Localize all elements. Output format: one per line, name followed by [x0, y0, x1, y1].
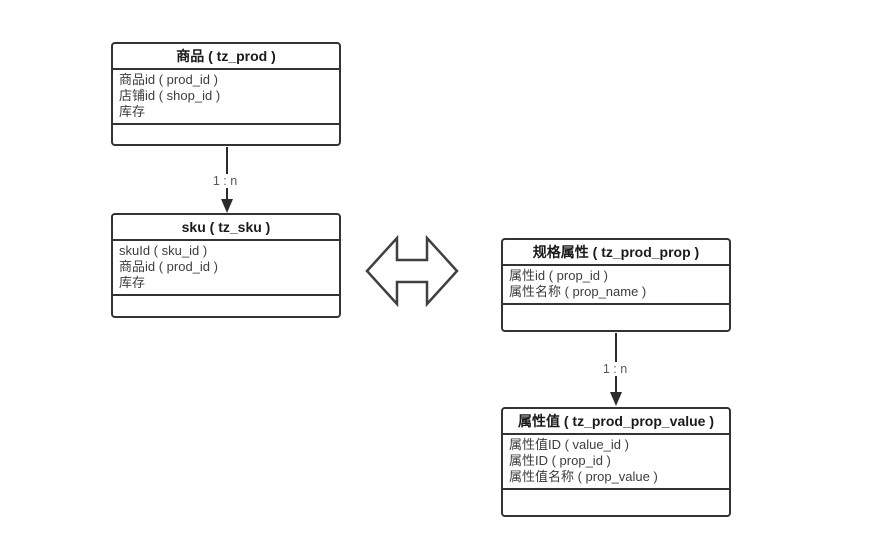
- entity-fields: 商品id ( prod_id ) 店铺id ( shop_id ) 库存: [113, 70, 339, 125]
- entity-field: skuId ( sku_id ): [119, 243, 208, 258]
- entity-footer: [503, 490, 729, 515]
- entity-title: 商品 ( tz_prod ): [113, 44, 339, 70]
- entity-table-prod[interactable]: 商品 ( tz_prod ) 商品id ( prod_id ) 店铺id ( s…: [111, 42, 341, 146]
- arrowhead-down-icon: [221, 199, 233, 213]
- cardinality-label: 1 : n: [599, 362, 631, 376]
- entity-field: 库存: [119, 104, 146, 119]
- entity-field: 属性ID ( prop_id ): [509, 453, 611, 468]
- entity-fields: skuId ( sku_id ) 商品id ( prod_id ) 库存: [113, 241, 339, 296]
- entity-field: 商品id ( prod_id ): [119, 72, 218, 87]
- entity-footer: [113, 296, 339, 316]
- entity-field: 属性值ID ( value_id ): [509, 437, 629, 452]
- cardinality-label: 1 : n: [209, 174, 241, 188]
- entity-table-prod-prop[interactable]: 规格属性 ( tz_prod_prop ) 属性id ( prop_id ) 属…: [501, 238, 731, 332]
- entity-title: 属性值 ( tz_prod_prop_value ): [503, 409, 729, 435]
- entity-field: 商品id ( prod_id ): [119, 259, 218, 274]
- entity-footer: [503, 305, 729, 330]
- arrowhead-down-icon: [610, 392, 622, 406]
- entity-field: 属性值名称 ( prop_value ): [509, 469, 658, 484]
- entity-table-sku[interactable]: sku ( tz_sku ) skuId ( sku_id ) 商品id ( p…: [111, 213, 341, 318]
- entity-title: 规格属性 ( tz_prod_prop ): [503, 240, 729, 266]
- entity-title: sku ( tz_sku ): [113, 215, 339, 241]
- entity-field: 属性名称 ( prop_name ): [509, 284, 647, 299]
- entity-field: 店铺id ( shop_id ): [119, 88, 221, 103]
- entity-fields: 属性值ID ( value_id ) 属性ID ( prop_id ) 属性值名…: [503, 435, 729, 490]
- entity-field: 属性id ( prop_id ): [509, 268, 608, 283]
- entity-field: 库存: [119, 275, 146, 290]
- double-arrow-icon[interactable]: [365, 234, 459, 308]
- entity-fields: 属性id ( prop_id ) 属性名称 ( prop_name ): [503, 266, 729, 305]
- entity-table-prop-value[interactable]: 属性值 ( tz_prod_prop_value ) 属性值ID ( value…: [501, 407, 731, 517]
- entity-footer: [113, 125, 339, 144]
